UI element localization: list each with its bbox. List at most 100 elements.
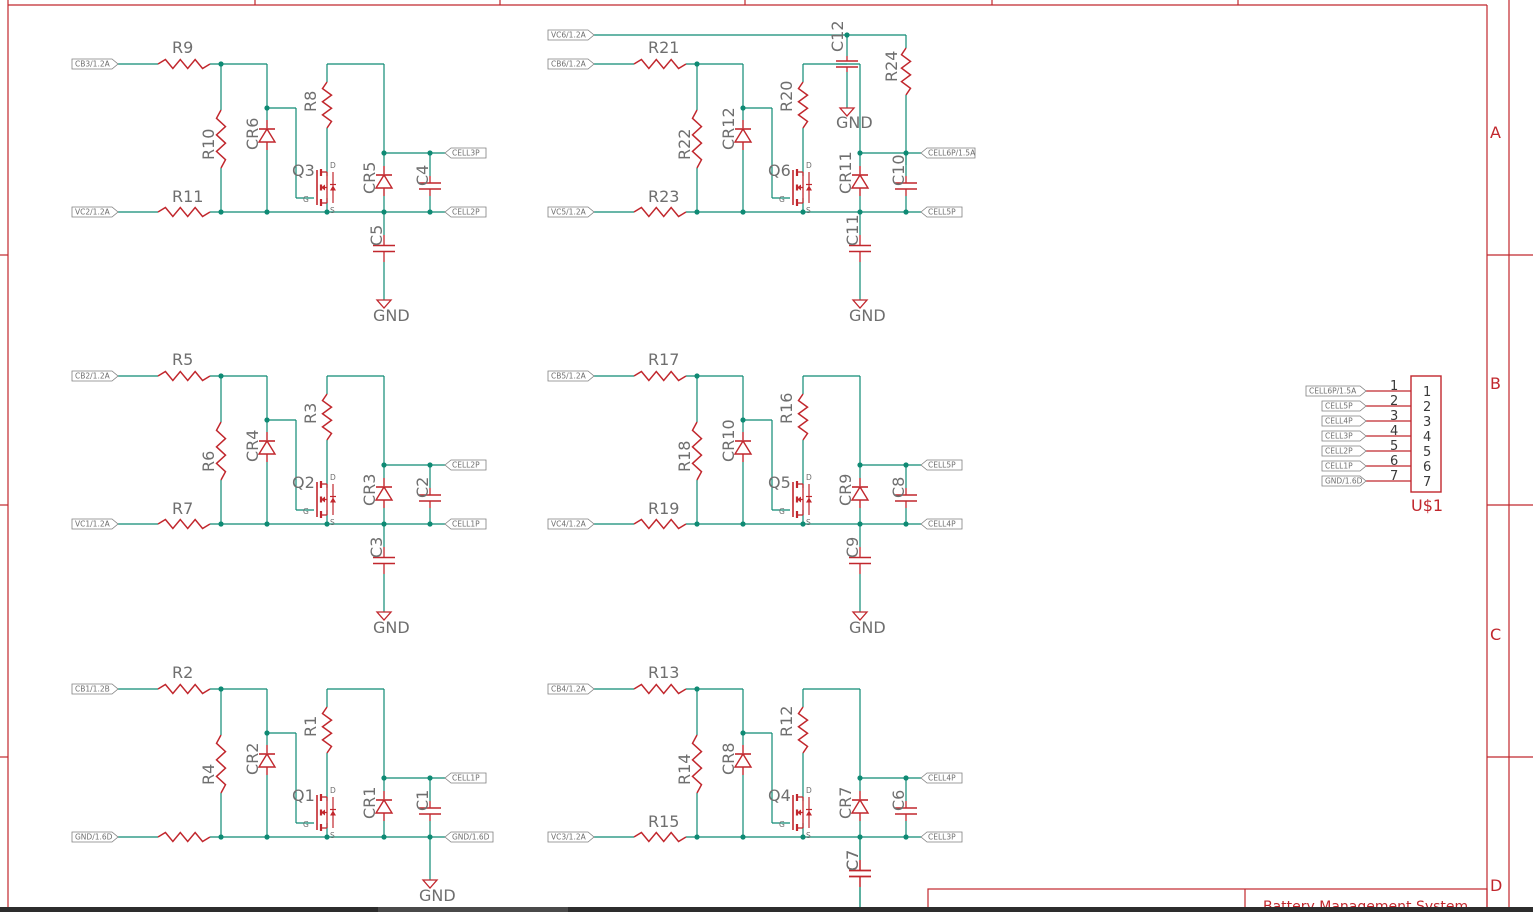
ground-symbol [838, 107, 856, 117]
ground-symbol [375, 611, 393, 621]
component-label: Q3 [292, 161, 315, 180]
ground-label: GND [419, 886, 456, 905]
net-label-text: CELL1P [452, 774, 480, 783]
net-label-text: CELL3P [452, 149, 480, 158]
resistor-symbol [157, 370, 211, 382]
component-label: R8 [301, 91, 320, 112]
component-label: R16 [777, 393, 796, 424]
mosfet-pin-s: S [330, 206, 335, 215]
net-label-text: CELL5P [1325, 402, 1353, 411]
net-label-text: CELL5P [928, 461, 956, 470]
balancing-circuit-1: DGSCB3/1.2AVC2/1.2ACELL3PCELL2PR9R11R10R… [71, 38, 487, 325]
component-label: C7 [843, 850, 862, 871]
bottom-status-strip [0, 907, 1533, 912]
component-label: R23 [648, 187, 679, 206]
net-label-flag [444, 772, 487, 784]
mosfet-arrow [797, 496, 801, 503]
component-label: R2 [172, 663, 193, 682]
component-label: R14 [675, 754, 694, 785]
component-label: CR12 [719, 107, 738, 150]
junction-dot [324, 834, 330, 840]
net-label-flag [920, 831, 963, 843]
net-label-flag [444, 206, 487, 218]
junction-dot [903, 775, 909, 781]
mosfet-pin-s: S [330, 831, 335, 840]
mosfet-pin-s: S [806, 831, 811, 840]
junction-dot [381, 834, 387, 840]
component-label: R11 [172, 187, 203, 206]
mosfet-pin-g: G [303, 507, 309, 516]
resistor-symbol [797, 81, 809, 129]
net-label-text: VC1/1.2A [75, 520, 111, 529]
net-label-flag [1321, 460, 1367, 472]
diode-symbol [257, 127, 277, 143]
resistor-symbol [797, 393, 809, 441]
resistor-symbol [321, 706, 333, 754]
component-label: Q4 [768, 786, 791, 805]
mosfet-pin-g: G [303, 820, 309, 829]
resistor-symbol [633, 206, 687, 218]
resistor-symbol [900, 47, 912, 96]
component-label: R10 [199, 129, 218, 160]
junction-dot [381, 462, 387, 468]
component-label: CR10 [719, 419, 738, 462]
balancing-circuit-6: DGSCB4/1.2AVC3/1.2ACELL4PCELL3PR13R15R14… [547, 663, 963, 912]
junction-dot [427, 150, 433, 156]
component-label: R24 [882, 51, 901, 82]
mosfet-pin-d: D [330, 161, 336, 170]
diode-symbol [374, 485, 394, 501]
component-label: R18 [675, 441, 694, 472]
component-label: GND [836, 113, 873, 132]
junction-dot [264, 105, 270, 111]
net-label-flag [547, 518, 595, 530]
frame-row-letter: A [1490, 123, 1501, 142]
net-label-text: CELL1P [1325, 462, 1353, 471]
junction-dot [903, 209, 909, 215]
junction-dot [694, 61, 700, 67]
component-label: R21 [648, 38, 679, 57]
net-label-flag [71, 58, 119, 70]
component-label: Q5 [768, 473, 791, 492]
component-label: R1 [301, 716, 320, 737]
net-label-flag [547, 58, 595, 70]
diode-symbol [257, 752, 277, 768]
resistor-symbol [321, 81, 333, 129]
component-label: CR2 [243, 743, 262, 775]
junction-dot [381, 521, 387, 527]
net-label-text: CELL4P [1325, 417, 1353, 426]
mosfet-pin-g: G [779, 820, 785, 829]
pin-number: 4 [1423, 430, 1431, 445]
resistor-symbol [633, 683, 687, 695]
net-label-text: VC2/1.2A [75, 208, 111, 217]
net-label-flag [547, 206, 595, 218]
net-label-flag [71, 206, 119, 218]
junction-dot [800, 209, 806, 215]
component-label: C1 [413, 790, 432, 811]
junction-dot [857, 462, 863, 468]
scrollbar-thumb[interactable] [378, 907, 568, 912]
mosfet-pin-d: D [806, 473, 812, 482]
pin-number: 5 [1390, 439, 1398, 454]
frame-row-letter: C [1490, 625, 1501, 644]
mosfet-arrow [321, 184, 325, 191]
ground-symbol [851, 611, 869, 621]
net-label-text: CB3/1.2A [75, 60, 111, 69]
junction-dot [324, 521, 330, 527]
junction-dot [264, 417, 270, 423]
junction-dot [857, 521, 863, 527]
junction-dot [740, 105, 746, 111]
component-label: C8 [889, 477, 908, 498]
junction-dot [264, 209, 270, 215]
junction-dot [903, 521, 909, 527]
net-label-flag [1321, 400, 1367, 412]
diode-symbol [850, 798, 870, 814]
balancing-circuit-5: DGSCB1/1.2BGND/1.6DCELL1PGND/1.6DR2R4R1C… [71, 663, 494, 905]
component-label: C7 [843, 850, 862, 871]
diode-symbol [374, 798, 394, 814]
component-label: C12 [828, 20, 847, 52]
component-label: GND [373, 618, 410, 637]
diode-symbol [733, 752, 753, 768]
net-label-text: VC4/1.2A [551, 520, 587, 529]
connector-body [1410, 375, 1442, 493]
